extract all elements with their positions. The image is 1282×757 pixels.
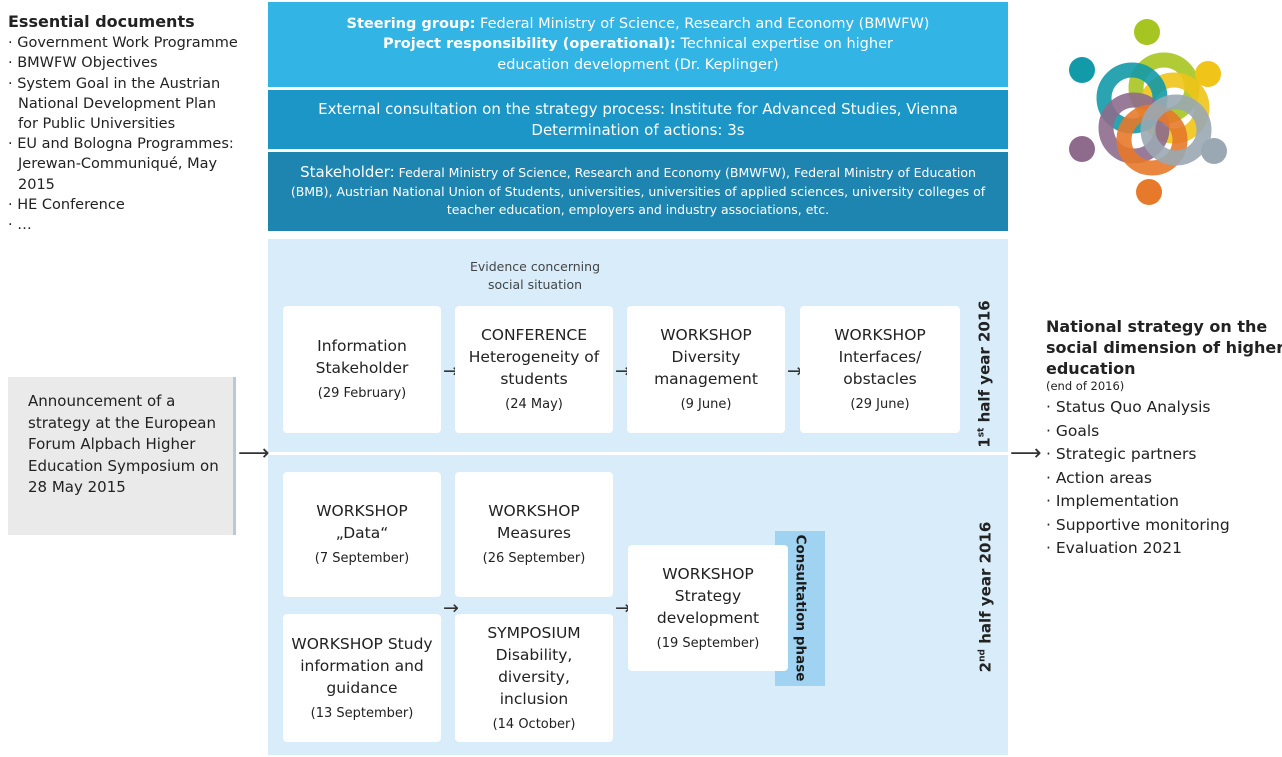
phase1-label-text: half year 2016 [976, 300, 994, 428]
event-title: SYMPOSIUM Disability, diversity, inclusi… [487, 623, 581, 708]
event-date: (9 June) [680, 397, 732, 412]
event-title: WORKSHOP Strategy development [656, 564, 760, 627]
steering-text: Federal Ministry of Science, Research an… [475, 15, 930, 32]
event-card: WORKSHOP Strategy development (19 Septem… [628, 545, 788, 671]
event-title: Information Stakeholder [315, 337, 409, 377]
essential-item: · System Goal in the Austrian National D… [8, 75, 221, 133]
outcome-item: · Strategic partners [1046, 445, 1197, 463]
stakeholder-text: Federal Ministry of Science, Research an… [290, 165, 986, 218]
event-card: SYMPOSIUM Disability, diversity, inclusi… [455, 614, 613, 742]
event-card: WORKSHOP Study information and guidance … [283, 614, 441, 742]
arrow-right-icon: ⟶ [1010, 441, 1042, 466]
outcome-item: · Action areas [1046, 468, 1152, 487]
phase2-label-text: half year 2016 [976, 521, 994, 650]
phase1-label-sup: st [977, 427, 987, 438]
arrow-right-icon: → [443, 597, 459, 619]
phase2-label-wrap: 2nd half year 2016 [890, 522, 1080, 673]
logo-person-head [1195, 61, 1221, 87]
outcome-item: · Supportive monitoring [1046, 515, 1230, 534]
event-date: (19 September) [656, 635, 760, 651]
phase2-label-sup: nd [977, 649, 987, 662]
phase2-label-num: 2 [976, 661, 994, 673]
essential-item: · EU and Bologna Programmes: Jerewan-Com… [8, 136, 234, 193]
arrow-right-icon: → [443, 360, 459, 382]
arrow-right-icon: → [615, 360, 631, 382]
essential-item: · Government Work Programme [8, 35, 238, 52]
event-date: (29 February) [317, 386, 407, 401]
determination-text: Determination of actions: 3s [531, 120, 745, 139]
outcome-subtitle: (end of 2016) [1046, 379, 1125, 393]
outcome-item: · Status Quo Analysis [1046, 398, 1211, 416]
event-card: WORKSHOP Interfaces/ obstacles (29 June) [800, 306, 960, 433]
outcome-item: · Implementation [1046, 492, 1179, 510]
external-consultation-box: External consultation on the strategy pr… [268, 90, 1008, 149]
essential-documents-title: Essential documents [8, 12, 195, 31]
consultation-phase-label: Consultation phase [792, 534, 808, 682]
event-date: (13 September) [310, 705, 414, 721]
arrow-right-icon: → [615, 597, 631, 619]
evidence-note: Evidence concerning social situation [469, 259, 601, 292]
steering-label: Steering group: [346, 15, 476, 32]
logo-people [1096, 52, 1212, 176]
national-strategy-outcome: National strategy on the social dimensio… [1046, 316, 1282, 561]
stakeholder-label: Stakeholder: [300, 163, 395, 182]
outcome-item: · Evaluation 2021 [1046, 539, 1183, 557]
event-card: WORKSHOP Measures (26 September) [455, 472, 613, 597]
event-date: (24 May) [505, 397, 563, 412]
logo-person-head [1201, 138, 1227, 164]
phase1-label: 1st half year 2016 [976, 300, 994, 447]
event-title: WORKSHOP Measures [488, 502, 580, 542]
outcome-title-text: National strategy on the social dimensio… [1046, 317, 1282, 378]
event-title: WORKSHOP Diversity management [654, 326, 758, 388]
logo-person-head [1069, 57, 1095, 83]
event-date: (29 June) [850, 397, 910, 412]
outcome-item: · Goals [1046, 421, 1100, 440]
event-title: WORKSHOP „Data“ [316, 502, 408, 542]
external-consultation-text: External consultation on the strategy pr… [318, 99, 958, 118]
logo-person-ring [1140, 94, 1212, 166]
stakeholder-box: Stakeholder: Federal Ministry of Science… [268, 152, 1008, 231]
event-date: (7 September) [314, 551, 410, 566]
outcome-title: National strategy on the social dimensio… [1046, 316, 1282, 379]
event-title: WORKSHOP Study information and guidance [291, 634, 433, 697]
event-title: WORKSHOP Interfaces/ obstacles [834, 326, 926, 388]
event-card: WORKSHOP Diversity management (9 June) [627, 306, 785, 433]
arrow-right-icon: → [787, 360, 803, 382]
project-responsibility-label: Project responsibility (operational): [383, 36, 676, 53]
project-responsibility-text: Technical expertise on higher education … [497, 36, 893, 73]
announcement-box: Announcement of a strategy at the Europe… [8, 377, 236, 535]
phase1-label-num: 1 [976, 437, 994, 448]
arrow-right-icon: ⟶ [238, 441, 270, 466]
event-title: CONFERENCE Heterogeneity of students [468, 326, 600, 388]
event-date: (14 October) [492, 716, 576, 732]
logo-person-head [1069, 136, 1095, 162]
steering-group-box: Steering group: Federal Ministry of Scie… [268, 2, 1008, 87]
event-date: (26 September) [482, 551, 586, 566]
logo-person-head [1136, 179, 1162, 205]
event-card: CONFERENCE Heterogeneity of students (24… [455, 306, 613, 433]
essential-documents: Essential documents · Government Work Pr… [8, 12, 238, 235]
phase2-label: 2nd half year 2016 [976, 522, 994, 673]
event-card: Information Stakeholder (29 February) [283, 306, 441, 433]
essential-item: · BMWFW Objectives [8, 55, 158, 72]
essential-item: · HE Conference [8, 196, 125, 213]
essential-item: · … [8, 217, 32, 234]
logo-person-head [1134, 19, 1160, 45]
people-circle-logo-icon [1069, 19, 1227, 205]
event-card: WORKSHOP „Data“ (7 September) [283, 472, 441, 597]
